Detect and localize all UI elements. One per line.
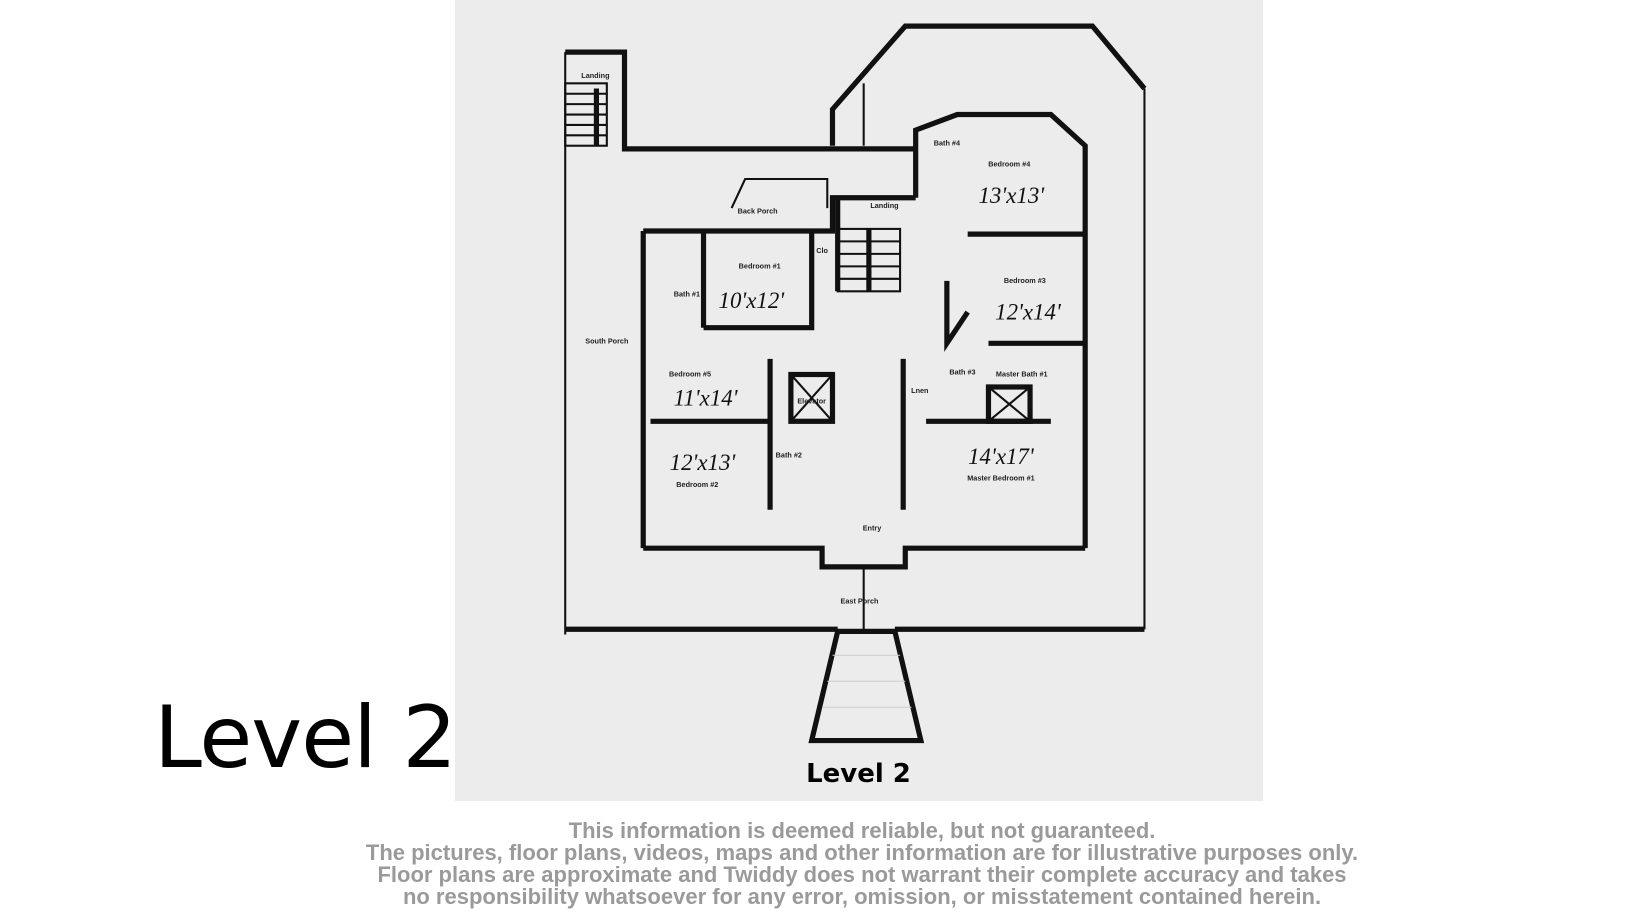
disclaimer-line: The pictures, floor plans, videos, maps … (365, 840, 1359, 865)
label-south-porch: South Porch (585, 336, 628, 345)
label-bath-4: Bath #4 (934, 139, 960, 148)
room-size-bedroom-2: 12'x13' (670, 450, 737, 475)
room-size-bedroom-3: 12'x14' (995, 299, 1062, 324)
stairs-interior (836, 227, 902, 293)
room-size-bedroom-4: 13'x13' (979, 183, 1046, 208)
label-east-porch: East Porch (841, 596, 879, 605)
room-name-bedroom-3: Bedroom #3 (1004, 276, 1046, 285)
label-landing: Landing (870, 201, 898, 210)
floor-plan-image: Landing Back Porch Landing South Porch E… (455, 0, 1263, 801)
label-entry: Entry (863, 523, 882, 532)
disclaimer: This information is deemed reliable, but… (0, 820, 1632, 908)
room-size-bedroom-1: 10'x12' (719, 288, 786, 313)
floor-plan-drawing: Landing Back Porch Landing South Porch E… (564, 23, 1147, 789)
room-name-bedroom-5: Bedroom #5 (669, 370, 711, 379)
room-name-bedroom-1: Bedroom #1 (739, 261, 781, 270)
level-title: Level 2 (154, 688, 457, 788)
label-bath-3: Bath #3 (949, 368, 975, 377)
stairs-entry (808, 628, 925, 744)
label-master-bath: Master Bath #1 (996, 370, 1048, 379)
room-name-bedroom-4: Bedroom #4 (988, 160, 1030, 169)
label-bath-1: Bath #1 (674, 290, 700, 299)
room-size-bedroom-5: 11'x14' (674, 386, 739, 411)
porch-walls (564, 23, 1147, 635)
disclaimer-line: no responsibility whatsoever for any err… (402, 884, 1322, 909)
label-elevator: Elevator (797, 397, 826, 406)
stairs-top (564, 82, 608, 147)
room-name-bedroom-2: Bedroom #2 (676, 480, 718, 489)
disclaimer-line: Floor plans are approximate and Twiddy d… (377, 862, 1347, 887)
disclaimer-line: This information is deemed reliable, but… (568, 818, 1156, 843)
room-name-master-bedroom: Master Bedroom #1 (967, 474, 1034, 483)
label-closet: Clo (816, 246, 828, 255)
interior-walls (640, 111, 1088, 630)
label-landing-top: Landing (581, 71, 609, 80)
label-linen: Lnen (911, 386, 928, 395)
plan-caption: Level 2 (806, 759, 911, 789)
room-size-master-bedroom: 14'x17' (968, 444, 1035, 469)
label-back-porch: Back Porch (738, 206, 778, 215)
label-bath-2: Bath #2 (776, 451, 802, 460)
